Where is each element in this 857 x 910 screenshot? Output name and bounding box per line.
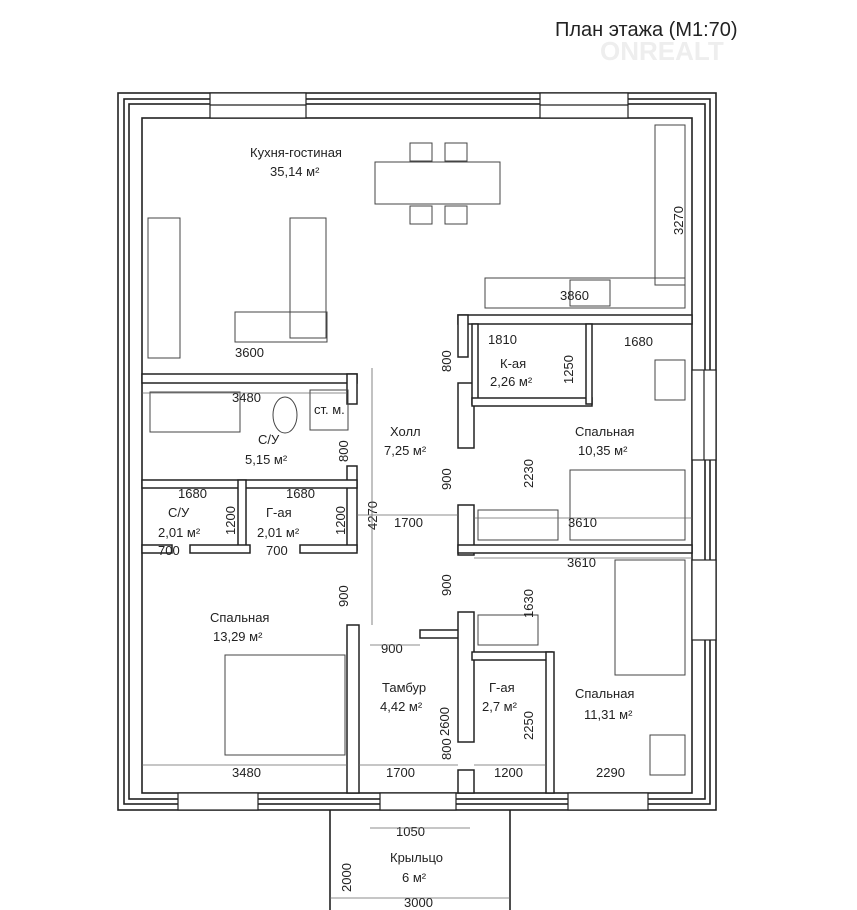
dimension: 2290	[596, 765, 625, 780]
room-area: 5,15 м²	[245, 452, 288, 467]
room-area: 2,26 м²	[490, 374, 533, 389]
room-name: Тамбур	[382, 680, 426, 695]
room-area: 6 м²	[402, 870, 427, 885]
dimension: 1630	[521, 589, 536, 618]
room-area: 2,01 м²	[158, 525, 201, 540]
room-name: Холл	[390, 424, 421, 439]
dimension: 3270	[671, 206, 686, 235]
washing-machine	[309, 389, 349, 431]
dimension-lines	[142, 368, 692, 899]
wardrobe	[477, 509, 559, 541]
room-name: С/У	[258, 432, 280, 447]
windows	[177, 92, 717, 811]
dimension: 2600	[437, 707, 452, 736]
bed-se	[614, 559, 686, 676]
dimension: 900	[336, 585, 351, 607]
room-area: 2,01 м²	[257, 525, 300, 540]
room-area: 10,35 м²	[578, 443, 628, 458]
room-name: К-ая	[500, 356, 526, 371]
sofa	[289, 217, 327, 339]
desk	[654, 359, 686, 401]
dimension: 1680	[178, 486, 207, 501]
room-name: ст. м.	[314, 402, 345, 417]
dimension: 1680	[624, 334, 653, 349]
room-area: 13,29 м²	[213, 629, 263, 644]
room-area: 4,42 м²	[380, 699, 423, 714]
porch	[329, 810, 511, 910]
dimension: 1680	[286, 486, 315, 501]
toilet	[272, 396, 298, 434]
dimension: 3610	[568, 515, 597, 530]
dimension: 800	[336, 440, 351, 462]
room-labels: Кухня-гостиная 35,14 м² Холл 7,25 м² С/У…	[158, 145, 634, 885]
furniture	[147, 124, 686, 776]
dimension: 1250	[561, 355, 576, 384]
room-name: Крыльцо	[390, 850, 443, 865]
room-name: Г-ая	[266, 505, 292, 520]
dimension: 800	[439, 738, 454, 760]
dimension: 2000	[339, 863, 354, 892]
dimension: 3610	[567, 555, 596, 570]
dimension: 700	[158, 543, 180, 558]
dimension: 3480	[232, 765, 261, 780]
plan-title: План этажа (М1:70)	[555, 19, 738, 41]
dimension: 1200	[223, 506, 238, 535]
dimension: 3480	[232, 390, 261, 405]
watermark-logo: ONREALT	[600, 36, 724, 66]
sink	[569, 279, 611, 307]
bed-ne	[569, 469, 686, 541]
room-name: Спальная	[575, 424, 634, 439]
dining-table	[374, 161, 501, 205]
bed-sw	[224, 654, 346, 756]
room-area: 7,25 м²	[384, 443, 427, 458]
dimension: 1700	[394, 515, 423, 530]
dimension: 900	[381, 641, 403, 656]
dimension: 3000	[404, 895, 433, 910]
dimension: 2250	[521, 711, 536, 740]
dimension: 2230	[521, 459, 536, 488]
room-name: Кухня-гостиная	[250, 145, 342, 160]
dimension: 900	[439, 574, 454, 596]
dimension: 4270	[365, 501, 380, 530]
dimension: 1810	[488, 332, 517, 347]
room-name: Г-ая	[489, 680, 515, 695]
dimension: 900	[439, 468, 454, 490]
dimension: 700	[266, 543, 288, 558]
dimension: 3860	[560, 288, 589, 303]
room-name: Спальная	[210, 610, 269, 625]
tv-stand	[147, 217, 181, 359]
dimension: 800	[439, 350, 454, 372]
room-area: 2,7 м²	[482, 699, 518, 714]
room-area: 35,14 м²	[270, 164, 320, 179]
dimension: 3600	[235, 345, 264, 360]
room-name: Спальная	[575, 686, 634, 701]
bathtub	[149, 391, 241, 433]
dimension: 1050	[396, 824, 425, 839]
room-area: 11,31 м²	[584, 707, 633, 722]
dimension: 1700	[386, 765, 415, 780]
kitchen-counter	[654, 124, 686, 286]
dimension: 1200	[333, 506, 348, 535]
dimension: 1200	[494, 765, 523, 780]
interior-walls	[141, 314, 693, 794]
room-name: С/У	[168, 505, 190, 520]
dimension-labels: 3270 3860 3600 1810 1680 800 1250 3480 8…	[158, 206, 686, 910]
